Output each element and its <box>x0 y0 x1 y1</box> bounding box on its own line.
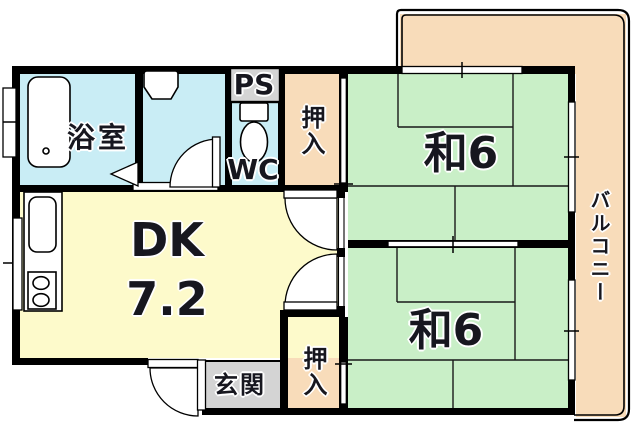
stove-burner-icon <box>32 292 50 308</box>
entry-door-leaf <box>147 358 199 369</box>
entrance-box <box>204 360 282 410</box>
dk-size-label: 7.2 <box>126 272 208 326</box>
wall-stub <box>337 185 345 198</box>
toilet-tank-icon <box>239 102 269 122</box>
japanese-room-lower-label: 和6 <box>408 305 484 356</box>
bathtub-drain-icon <box>42 147 50 155</box>
entry-door-jamb <box>196 359 207 411</box>
room-japanese-lower <box>348 248 568 408</box>
wc-label: WC <box>227 153 279 186</box>
wall-stub <box>337 306 345 317</box>
closet-lower-fusuma <box>340 361 347 405</box>
entrance-label: 玄関 <box>214 371 266 399</box>
kitchen-sink-icon <box>28 196 57 253</box>
doors <box>109 136 338 417</box>
washbasin-icon <box>143 70 179 100</box>
window-right-lower <box>567 279 576 381</box>
bathtub-icon <box>27 76 71 168</box>
closet-lower-label: 押入 <box>299 346 327 398</box>
door-leaf-upper-room <box>283 189 338 199</box>
balcony-outer-rail <box>395 8 631 422</box>
dk-label: DK <box>130 213 204 267</box>
stove-burner-icon <box>32 275 50 291</box>
closet-upper-fusuma <box>340 77 347 184</box>
tatami-lines-lower <box>348 248 568 408</box>
door-swing-lower-room <box>284 253 338 307</box>
balcony-label: バルコニー <box>587 189 611 305</box>
closet-upper-label: 押入 <box>297 105 325 157</box>
room-closet-upper <box>285 74 339 185</box>
toilet-bowl-icon <box>239 121 269 163</box>
bathroom-label: 浴室 <box>66 121 130 154</box>
tatami-lines-upper <box>348 74 568 240</box>
door-swing-upper-room <box>284 197 338 251</box>
balcony-inner-rail <box>401 14 625 416</box>
fixtures <box>23 70 269 312</box>
wall-stub <box>337 248 345 257</box>
japanese-room-upper-label: 和6 <box>423 128 499 179</box>
window-left-kitchen <box>12 217 23 311</box>
door-leaf-lower-room <box>283 301 338 311</box>
balcony-floor <box>400 14 626 417</box>
room-japanese-upper <box>348 74 568 240</box>
bathroom-folding-door <box>109 160 139 188</box>
pipe-space-label: PS <box>233 68 275 101</box>
washroom-door-leaf <box>211 136 221 188</box>
entry-door-swing <box>149 367 199 417</box>
pipe-space-box <box>228 66 282 104</box>
openings <box>2 62 579 405</box>
